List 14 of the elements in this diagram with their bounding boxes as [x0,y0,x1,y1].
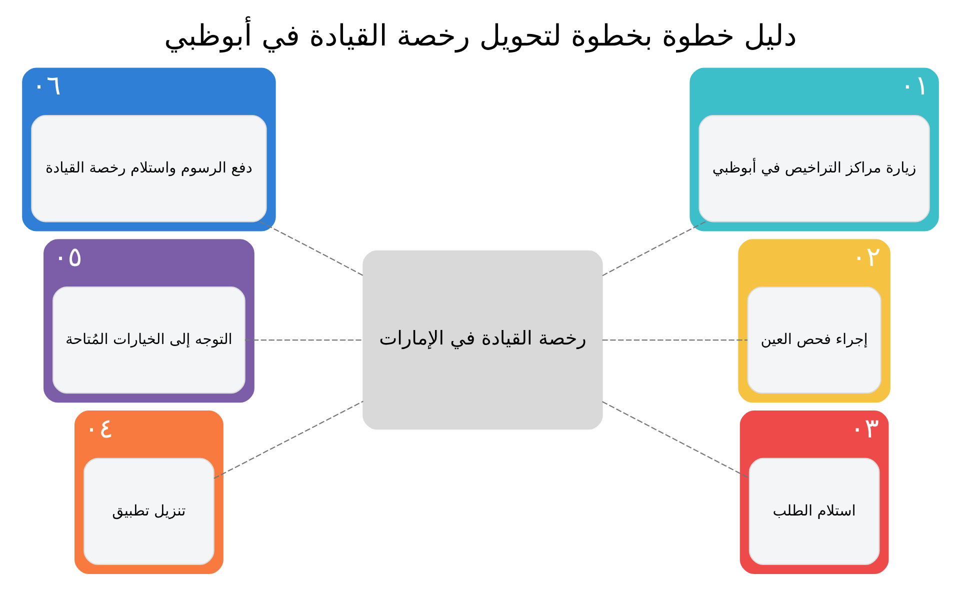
connector [259,221,363,276]
node-box: التوجه إلى الخيارات المُتاحة [52,286,245,394]
node-box: إجراء فحص العين [746,286,881,394]
connector [602,339,747,341]
node-box: زيارة مراكز التراخيص في أبوظبي [698,115,930,222]
connector [602,401,750,479]
connector [602,221,706,276]
connector [213,400,363,479]
connector [244,339,362,341]
node-box: تنزيل تطبيق [83,458,214,566]
node-box: استلام الطلب [748,458,880,566]
diagram-title: دليل خطوة بخطوة لتحويل رخصة القيادة في أبوظبي [164,18,796,52]
node-box: رخصة القيادة في الإمارات [362,250,602,430]
node-box: دفع الرسوم واستلام رخصة القيادة [30,115,266,222]
